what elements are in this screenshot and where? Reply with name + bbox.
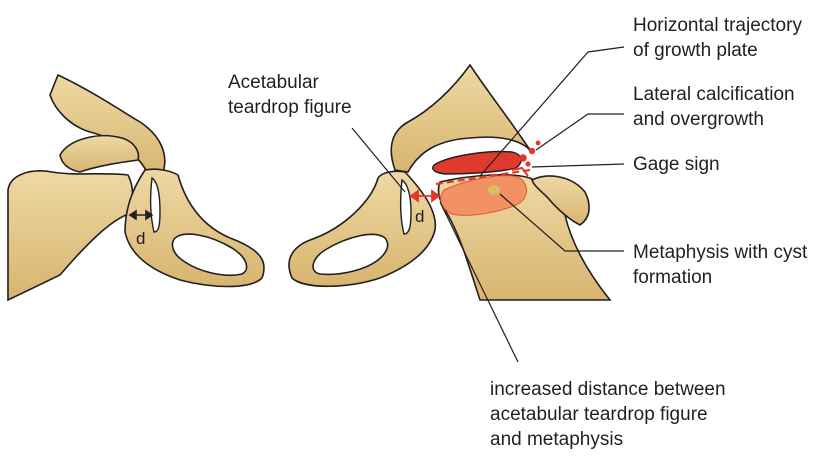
right-obturator-foramen — [312, 233, 389, 276]
growth-plate-dashed-line — [435, 168, 531, 186]
growth-plate-epiphysis — [432, 150, 522, 175]
left-distance-arrow — [128, 209, 154, 221]
gage-sign-notch — [511, 166, 529, 177]
metaphysis-cyst-zone — [440, 175, 527, 216]
left-teardrop — [149, 176, 161, 233]
leader-trajectory — [479, 46, 625, 177]
right-teardrop — [399, 178, 412, 235]
annotation-lines — [351, 46, 625, 363]
right-greater-trochanter — [531, 175, 590, 226]
label-lateral-calcification: Lateral calcification and overgrowth — [633, 84, 795, 130]
label-gage-sign: Gage sign — [633, 154, 720, 175]
right-ilium — [390, 63, 531, 173]
leader-distance — [439, 201, 519, 363]
cyst-spot — [488, 185, 500, 195]
leader-teardrop — [351, 127, 406, 193]
leader-gage — [531, 163, 625, 168]
leader-metaphysis — [499, 193, 624, 252]
right-hip-pathologic — [288, 63, 612, 301]
calcification-dots — [519, 140, 541, 167]
leader-calcification — [535, 113, 624, 151]
left-femoral-metaphysis — [7, 170, 134, 302]
label-metaphysis-cyst: Metaphysis with cyst formation — [633, 242, 808, 288]
left-obturator-foramen — [171, 233, 248, 277]
right-distance-arrow — [409, 189, 441, 203]
label-increased-distance: increased distance between acetabular te… — [490, 379, 726, 450]
label-horizontal-trajectory: Horizontal trajectory of growth plate — [633, 15, 802, 61]
left-d-label: d — [136, 229, 145, 248]
left-femoral-epiphysis — [59, 134, 140, 173]
left-hip-normal — [7, 73, 265, 302]
right-d-label: d — [415, 207, 424, 226]
label-acetabular-teardrop: Acetabular teardrop figure — [228, 72, 352, 118]
